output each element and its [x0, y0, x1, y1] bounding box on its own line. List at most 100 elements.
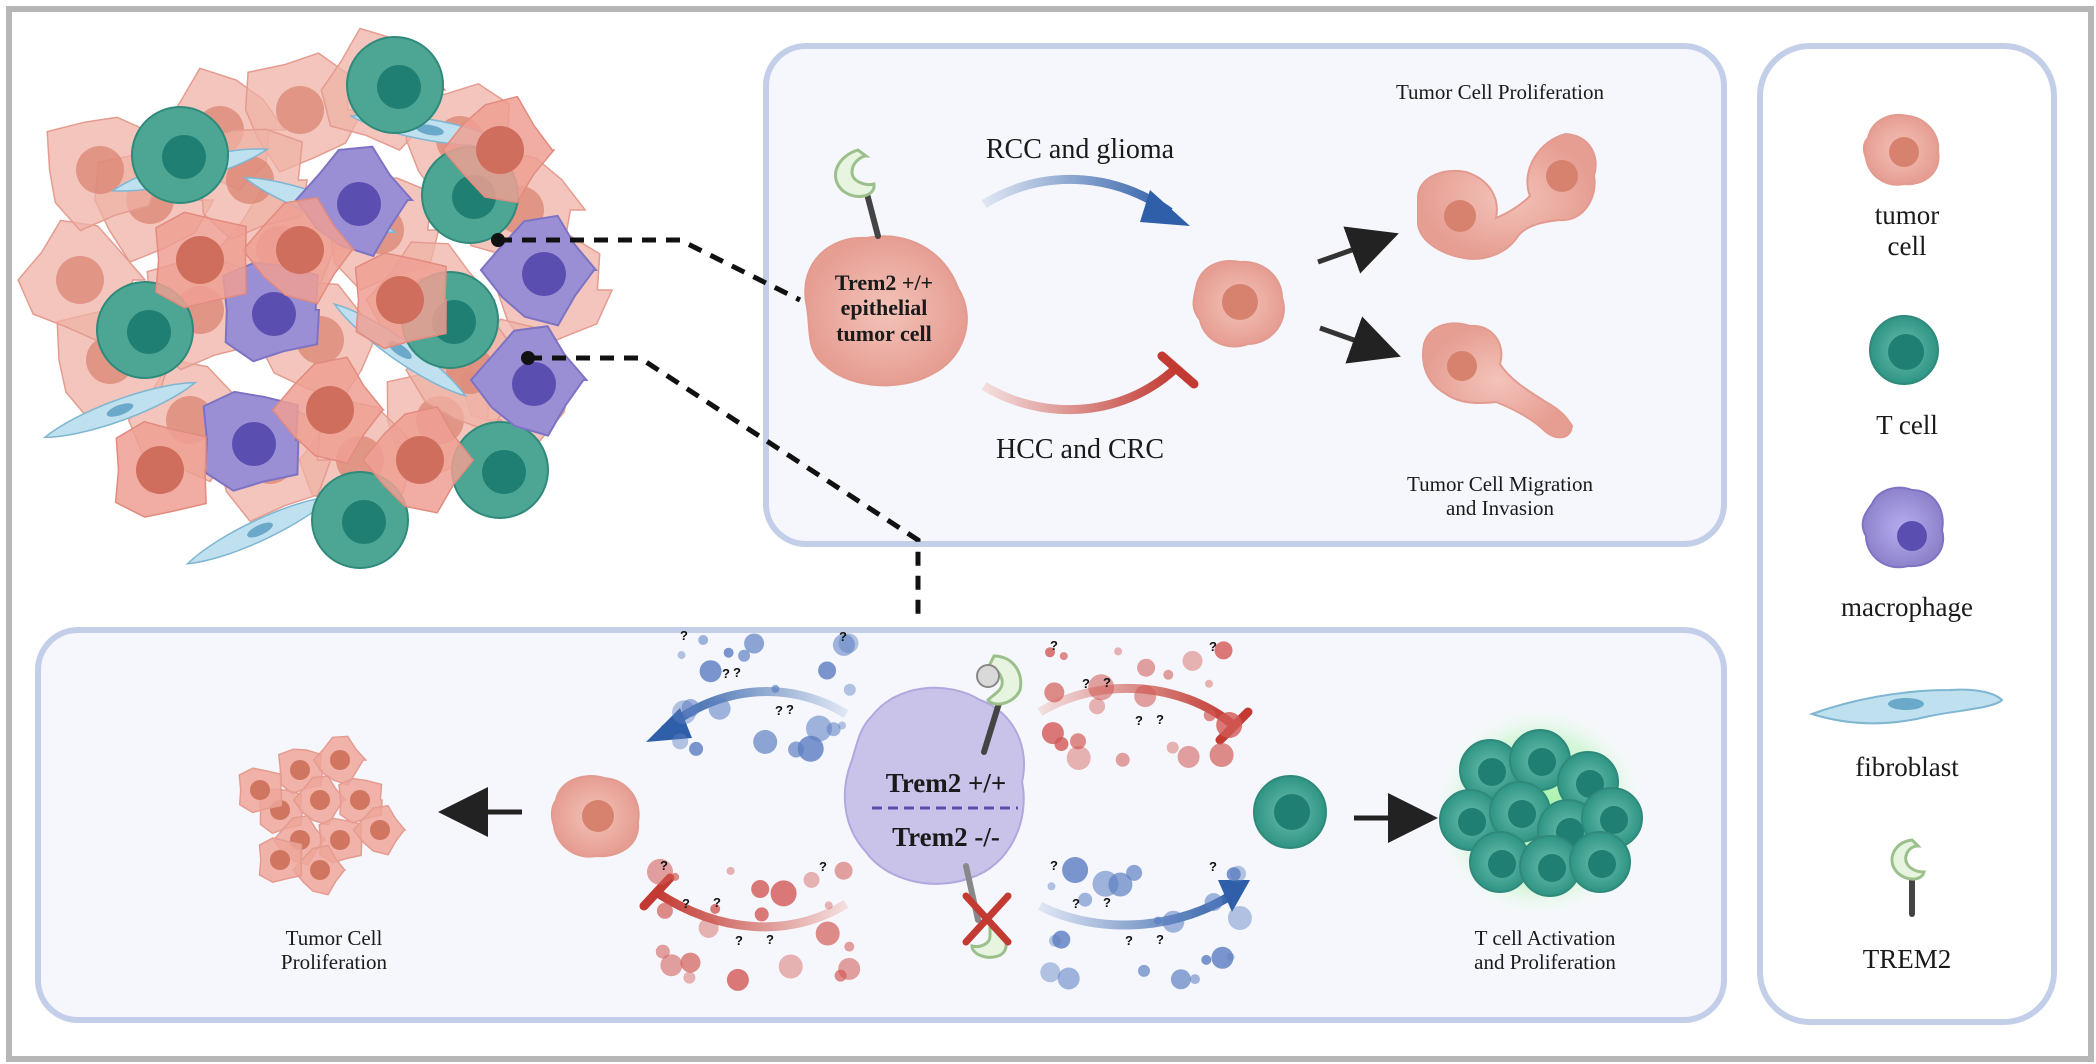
trem2-receptor-icon: [1890, 838, 1926, 917]
cytokine-dot: [1205, 679, 1213, 688]
cytokine-dot: [1092, 870, 1119, 897]
cluster-tumor-nucleus: [476, 126, 524, 174]
inhibit-arrow-top: [981, 364, 1180, 415]
trem2-cell-label: Trem2 +/+ epithelial tumor cell: [834, 270, 934, 346]
legend-macrophage-label: macrophage: [1841, 592, 1973, 622]
cytokine-dot: [1203, 709, 1216, 722]
question-mark-label: ?: [1209, 639, 1217, 654]
t-cell-icon: [1869, 315, 1939, 385]
cytokine-dot: [1057, 967, 1080, 990]
cytokine-dot: [738, 649, 751, 662]
right-outcome-label: T cell Activation and Proliferation: [1474, 926, 1616, 975]
cytokine-dot: [824, 901, 833, 910]
cytokine-dot: [1049, 934, 1061, 947]
cytokine-dot: [1054, 737, 1069, 751]
leader-line-top: [498, 237, 802, 303]
cytokine-dot: [699, 660, 722, 683]
fibroblast-icon: [1808, 688, 2004, 725]
cytokine-dot: [683, 971, 696, 984]
cytokine-dot: [655, 944, 670, 959]
cluster-fibroblast: [42, 381, 198, 439]
mass-tumor-nucleus: [290, 760, 310, 780]
activated-t-cell-nucleus: [1478, 758, 1506, 786]
question-mark-label: ?: [1209, 859, 1217, 874]
left-outcome-label: Tumor Cell Proliferation: [280, 926, 388, 975]
cytokine-dot: [844, 941, 855, 952]
tumor-cell-center-top: [1192, 260, 1285, 348]
question-mark-label: ?: [1125, 933, 1133, 948]
cluster-t-cell-nucleus: [342, 500, 386, 544]
cluster-macrophage-nucleus: [337, 182, 381, 226]
cluster-tumor-nucleus: [396, 436, 444, 484]
question-mark-label: ?: [1135, 713, 1143, 728]
cytokine-dot: [1182, 650, 1203, 671]
mass-tumor-nucleus: [330, 830, 350, 850]
cytokine-dot: [806, 715, 832, 742]
cytokine-dot: [1115, 752, 1130, 767]
cytokine-dot: [1209, 743, 1234, 767]
cytokine-dot: [770, 880, 797, 907]
cytokine-dot: [1163, 669, 1174, 680]
legend-tumor-cell-label: tumor cell: [1874, 200, 1940, 262]
cytokine-dot: [797, 735, 824, 762]
tumor-cell-bottom: [550, 775, 640, 858]
cluster-macrophage-nucleus: [232, 422, 276, 466]
cluster-t-cell-nucleus: [162, 135, 206, 179]
cytokine-dot: [1088, 674, 1115, 701]
question-mark-label: ?: [786, 702, 794, 717]
question-mark-label: ?: [1082, 676, 1090, 691]
figure-frame: [6, 6, 2094, 1062]
cytokine-dot: [751, 880, 770, 898]
cluster-macrophage-nucleus: [522, 252, 566, 296]
cluster-tumor-nucleus: [276, 86, 324, 134]
cytokine-dot: [680, 952, 701, 973]
proliferating-tumor-mass: [238, 735, 407, 896]
cytokine-dot: [1059, 652, 1068, 661]
cytokine-dot: [1134, 685, 1157, 708]
question-mark-label: ?: [713, 895, 721, 910]
question-mark-label: ?: [680, 628, 688, 643]
cluster-tumor-nucleus: [56, 256, 104, 304]
cytokine-dot: [1201, 954, 1212, 965]
cytokine-dot: [843, 683, 856, 696]
cluster-t-cell-nucleus: [482, 450, 526, 494]
cytokine-dot: [1044, 682, 1065, 703]
t-cell-bottom: [1253, 775, 1327, 849]
cytokine-dot: [1040, 962, 1061, 983]
cytokine-dot: [1170, 969, 1191, 990]
cytokine-dot: [1226, 952, 1235, 961]
macrophage-icon: [1861, 486, 1945, 569]
cytokine-dot: [815, 921, 840, 946]
mass-tumor-nucleus: [350, 790, 370, 810]
activated-tcell-cluster: [1430, 702, 1650, 922]
cytokine-dot: [838, 957, 861, 980]
question-mark-label: ?: [839, 629, 847, 644]
question-mark-label: ?: [1156, 932, 1164, 947]
question-mark-label: ?: [722, 666, 730, 681]
cytokine-dot: [1070, 733, 1086, 750]
question-mark-label: ?: [1103, 895, 1111, 910]
tumor-microenvironment-cluster: [17, 27, 614, 569]
cytokine-dot: [1062, 857, 1089, 883]
cluster-t-cell-nucleus: [127, 310, 171, 354]
promote-arrow-tumor-head: [646, 708, 692, 742]
cytokine-dot: [1214, 641, 1233, 660]
cytokine-dot: [1137, 658, 1156, 677]
cytokine-dot: [1227, 906, 1252, 930]
outcome-migration-label: Tumor Cell Migration and Invasion: [1407, 472, 1593, 521]
cluster-tumor-nucleus: [276, 226, 324, 274]
mass-tumor-nucleus: [310, 790, 330, 810]
cluster-tumor-nucleus: [136, 446, 184, 494]
trem2-receptor-top: [834, 148, 881, 239]
cytokine-dot: [1066, 746, 1091, 770]
leader-dot-bottom: [521, 351, 535, 365]
cytokine-dot: [771, 684, 780, 693]
question-mark-label: ?: [766, 932, 774, 947]
question-mark-label: ?: [819, 859, 827, 874]
mass-tumor-nucleus: [250, 780, 270, 800]
question-mark-label: ?: [775, 703, 783, 718]
cytokine-dot: [1190, 974, 1200, 985]
question-mark-label: ?: [735, 933, 743, 948]
cytokine-dot: [1204, 893, 1223, 912]
cytokine-dots: ????????????????????????: [647, 628, 1252, 991]
